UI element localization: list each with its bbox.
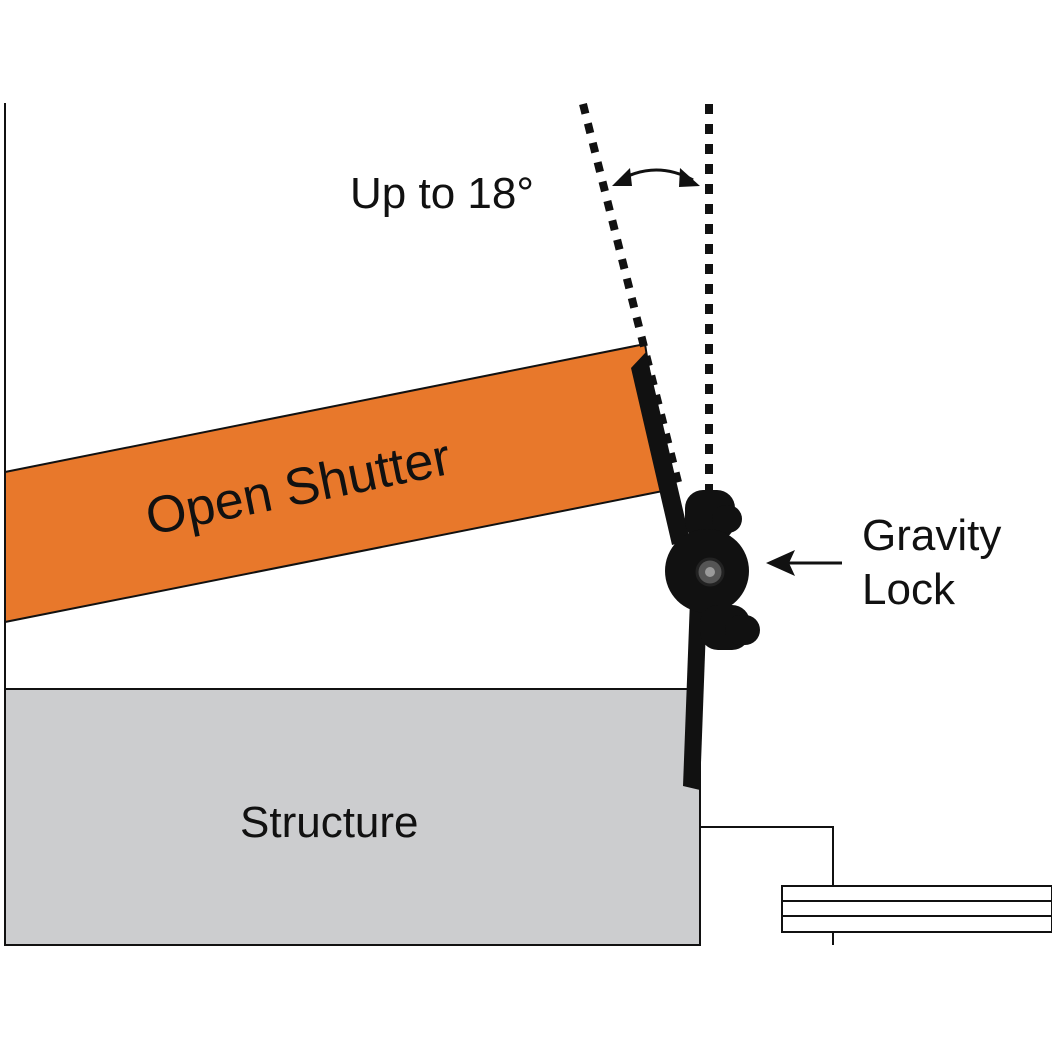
gravity-lock [665, 490, 760, 650]
lock-lower-arm [683, 600, 707, 790]
sill-board [781, 885, 1052, 933]
structure-label: Structure [240, 798, 419, 847]
pivot-center [705, 567, 715, 577]
structure-block [4, 688, 701, 946]
angle-arrowhead-left [612, 168, 632, 186]
shutter-bracket-bar [631, 352, 690, 545]
gravity-lock-label-line1: Gravity [862, 511, 1001, 560]
tilted-reference-line [579, 103, 684, 491]
gravity-lock-label-line2: Lock [862, 565, 956, 614]
angle-label: Up to 18° [350, 169, 534, 218]
lock-pointer-arrowhead [766, 550, 795, 576]
angle-arrowhead-right [679, 168, 700, 187]
